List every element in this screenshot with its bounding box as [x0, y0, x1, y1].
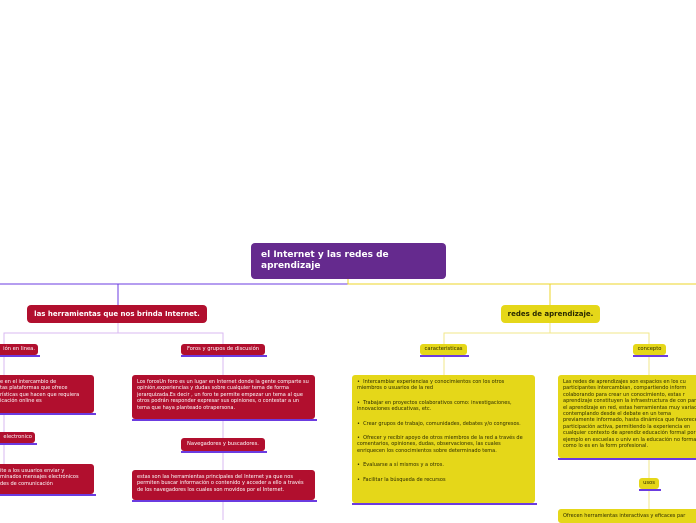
root-topic[interactable]: el Internet y las redes de aprendizaje — [251, 243, 446, 279]
node-navegadores[interactable]: Navegadores y buscadores. — [181, 438, 265, 451]
node-email-desc[interactable]: ite a los usuarios enviar y minados mens… — [0, 464, 94, 494]
underline — [0, 355, 40, 357]
underline — [132, 419, 317, 421]
underline — [132, 500, 317, 502]
node-online-desc[interactable]: e en el intercambio de tas plataformas q… — [0, 375, 94, 413]
node-navegadores-desc[interactable]: estas son las herramientas principales d… — [132, 470, 315, 500]
underline — [639, 489, 661, 491]
feature-item: • Crear grupos de trabajo, comunidades, … — [357, 420, 521, 427]
node-caracteristicas[interactable]: caracteristicas — [420, 344, 467, 355]
node-foros[interactable]: Foros y grupos de discusión — [181, 344, 265, 355]
underline — [0, 443, 37, 445]
underline — [181, 355, 267, 357]
node-concepto-desc[interactable]: Las redes de aprendizajes son espacios e… — [558, 375, 696, 458]
feature-item: • Intercambiar experiencias y conocimien… — [357, 379, 505, 392]
node-foros-desc[interactable]: Los forosUn foro es un lugar en Internet… — [132, 375, 315, 419]
branch-redes[interactable]: redes de aprendizaje. — [501, 305, 600, 323]
node-usos[interactable]: usos — [639, 478, 659, 489]
underline — [0, 494, 96, 496]
node-usos-desc[interactable]: Ofrecen herramientas interactivas y efic… — [558, 509, 696, 523]
underline — [352, 503, 537, 505]
node-concepto[interactable]: concepto — [633, 344, 666, 355]
node-email[interactable]: electronico — [0, 432, 35, 443]
branch-herramientas[interactable]: las herramientas que nos brinda Internet… — [27, 305, 207, 323]
underline — [0, 413, 96, 415]
underline — [633, 355, 668, 357]
feature-item: • Facilitar la búsqueda de recursos — [357, 476, 446, 483]
feature-item: • Trabajar en proyectos colaborativos co… — [357, 399, 512, 413]
node-online[interactable]: ión en linea. — [0, 344, 38, 355]
underline — [420, 355, 469, 357]
underline — [181, 451, 267, 453]
underline — [558, 458, 696, 460]
feature-item: • Ofrecer y recibir apoyo de otros miemb… — [357, 435, 523, 454]
feature-item: • Evaluarse a sí mismos y a otros. — [357, 462, 444, 469]
node-caracteristicas-list[interactable]: • Intercambiar experiencias y conocimien… — [352, 375, 535, 503]
